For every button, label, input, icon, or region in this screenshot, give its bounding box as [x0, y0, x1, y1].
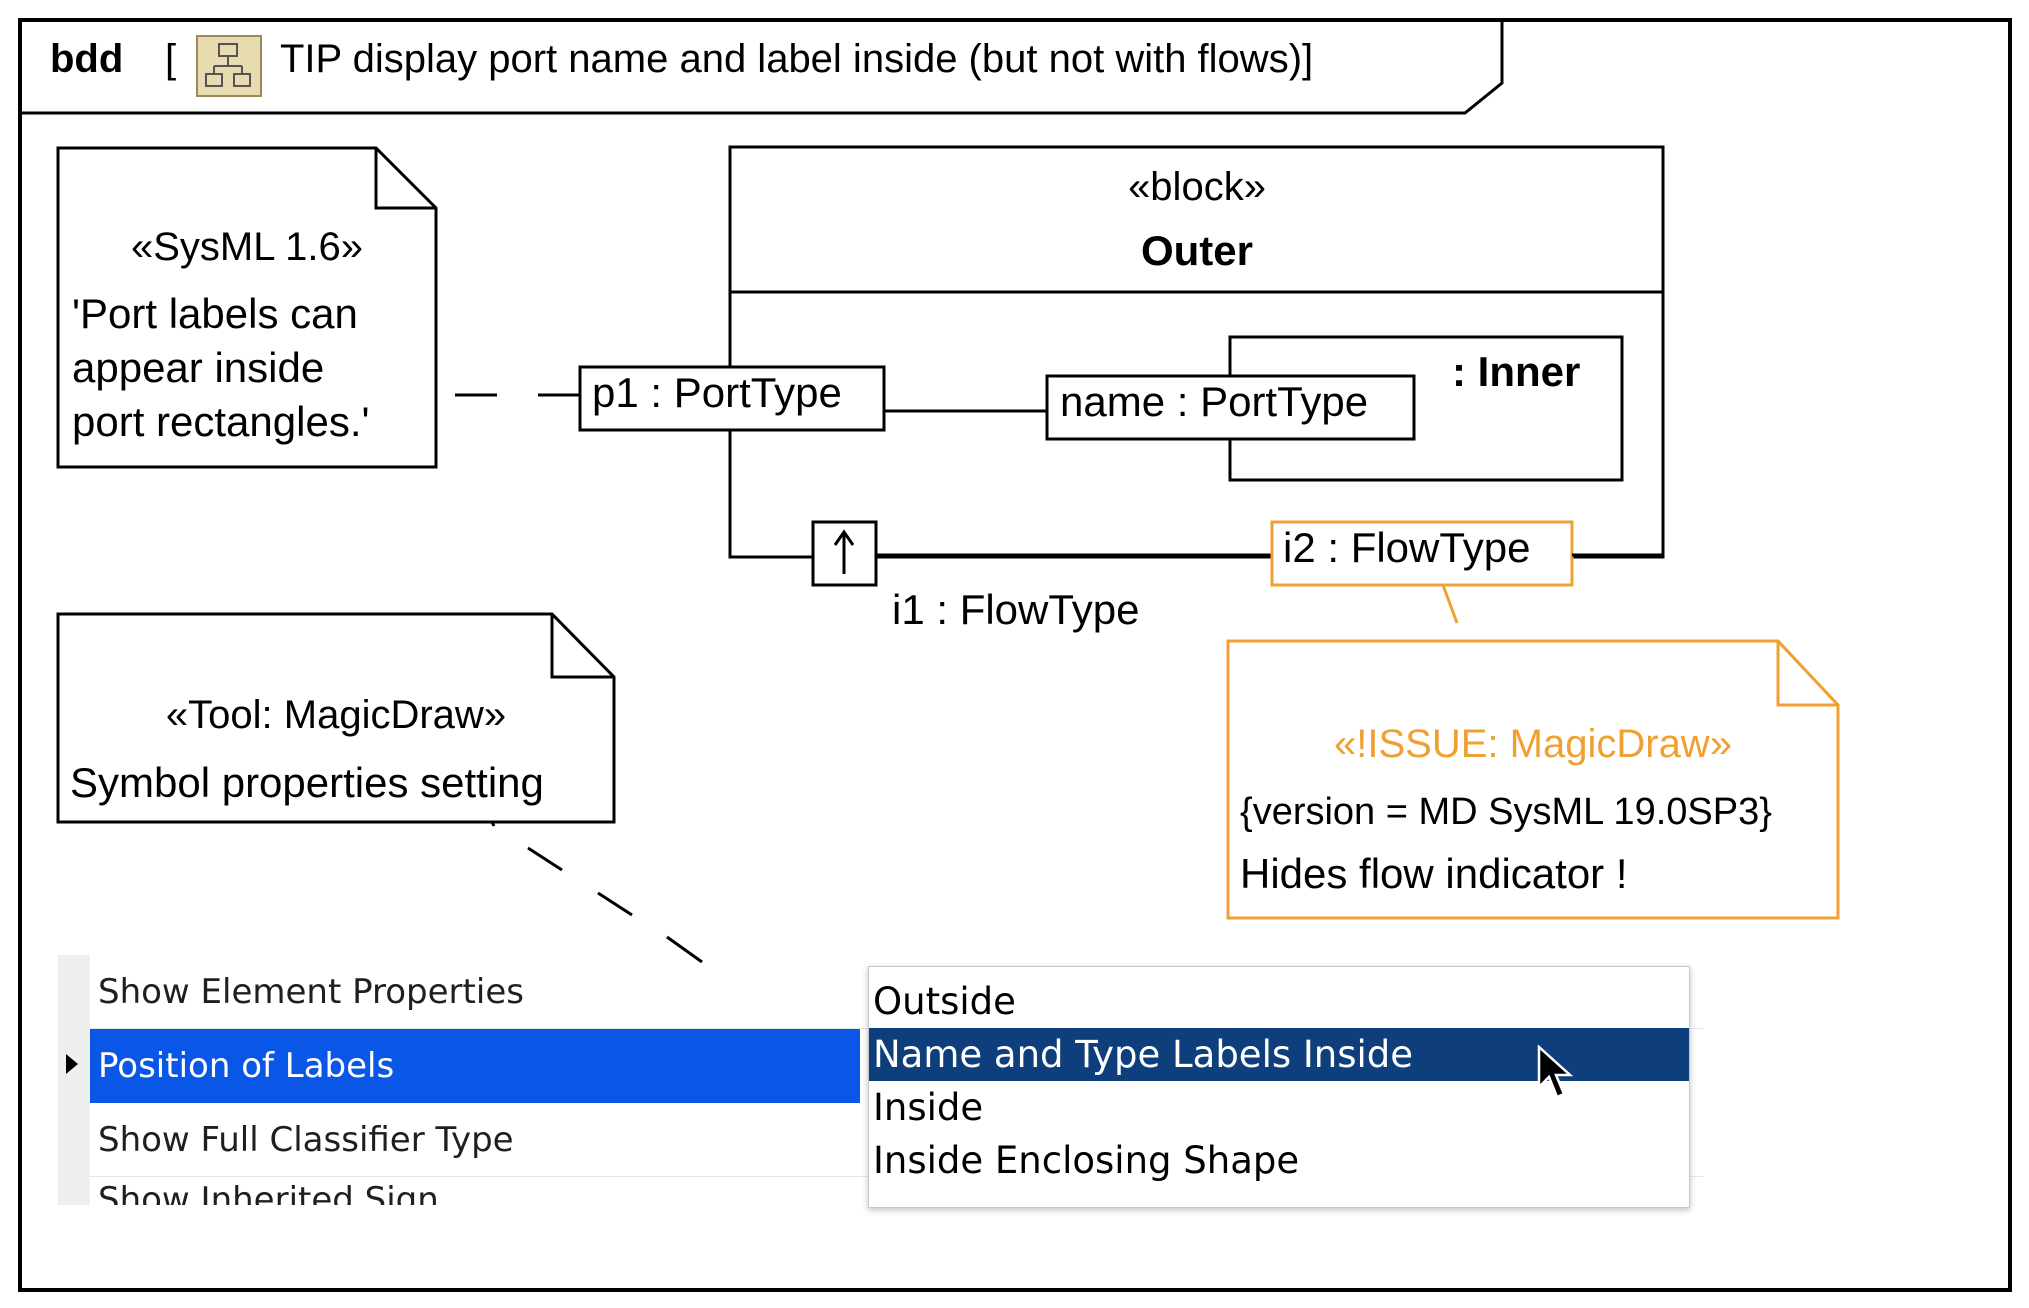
note-issue-stereotype: «!ISSUE: MagicDraw»: [1334, 722, 1732, 766]
note-issue-version: {version = MD SysML 19.0SP3}: [1240, 791, 1772, 833]
frame-kind: bdd: [50, 37, 123, 81]
dropdown-option-inside-enclosing-shape[interactable]: Inside Enclosing Shape: [873, 1139, 1300, 1182]
expand-row-icon[interactable]: [66, 1054, 78, 1074]
row-gutter: [58, 1029, 90, 1103]
part-inner-name: : Inner: [1452, 348, 1580, 395]
dropdown-option-outside[interactable]: Outside: [873, 980, 1016, 1023]
port-i2[interactable]: i2 : FlowType: [1270, 520, 1574, 587]
note-sysml-line-2: appear inside: [72, 344, 324, 391]
note-sysml-stereotype: «SysML 1.6»: [131, 225, 363, 269]
note-tool-anchor: [490, 821, 703, 964]
row-gutter: [58, 1177, 90, 1205]
note-sysml[interactable]: «SysML 1.6» 'Port labels can appear insi…: [56, 146, 438, 469]
frame-bracket: [: [165, 37, 176, 81]
dropdown-option-inside[interactable]: Inside: [873, 1086, 984, 1129]
block-outer-name: Outer: [1141, 227, 1253, 274]
row-gutter: [58, 1103, 90, 1177]
port-p1-label: p1 : PortType: [592, 369, 842, 416]
port-name[interactable]: name : PortType: [1045, 374, 1416, 441]
property-label: Position of Labels: [98, 1046, 395, 1086]
note-tool-stereotype: «Tool: MagicDraw»: [166, 693, 506, 737]
property-label: Show Full Classifier Type: [98, 1120, 514, 1160]
frame-title: TIP display port name and label inside (…: [280, 37, 1313, 81]
port-i1[interactable]: [811, 520, 878, 587]
mouse-pointer-icon: [1537, 1045, 1574, 1099]
port-i1-label: i1 : FlowType: [892, 586, 1139, 633]
note-issue[interactable]: «!ISSUE: MagicDraw» {version = MD SysML …: [1226, 639, 1840, 920]
port-name-label: name : PortType: [1060, 378, 1368, 425]
flow-direction-arrow-icon: [833, 529, 855, 574]
note-sysml-line-1: 'Port labels can: [72, 290, 358, 337]
row-gutter: [58, 955, 90, 1029]
port-i2-label: i2 : FlowType: [1283, 524, 1530, 571]
note-issue-text: Hides flow indicator !: [1240, 850, 1628, 897]
port-p1[interactable]: p1 : PortType: [578, 365, 886, 432]
diagram-icon: [196, 35, 262, 97]
note-tool-text: Symbol properties setting: [70, 759, 544, 806]
note-sysml-line-3: port rectangles.': [72, 398, 370, 445]
property-label: Show Inherited Sign: [98, 1180, 439, 1205]
diagram-frame: [18, 18, 2012, 1292]
block-outer-stereotype: «block»: [1128, 165, 1266, 209]
note-tool[interactable]: «Tool: MagicDraw» Symbol properties sett…: [56, 612, 616, 824]
property-label: Show Element Properties: [98, 972, 524, 1012]
frame-title-tab: [20, 20, 1504, 115]
property-row-position-of-labels[interactable]: Position of Labels: [58, 1029, 1703, 1103]
note-issue-anchor: [1441, 584, 1459, 624]
